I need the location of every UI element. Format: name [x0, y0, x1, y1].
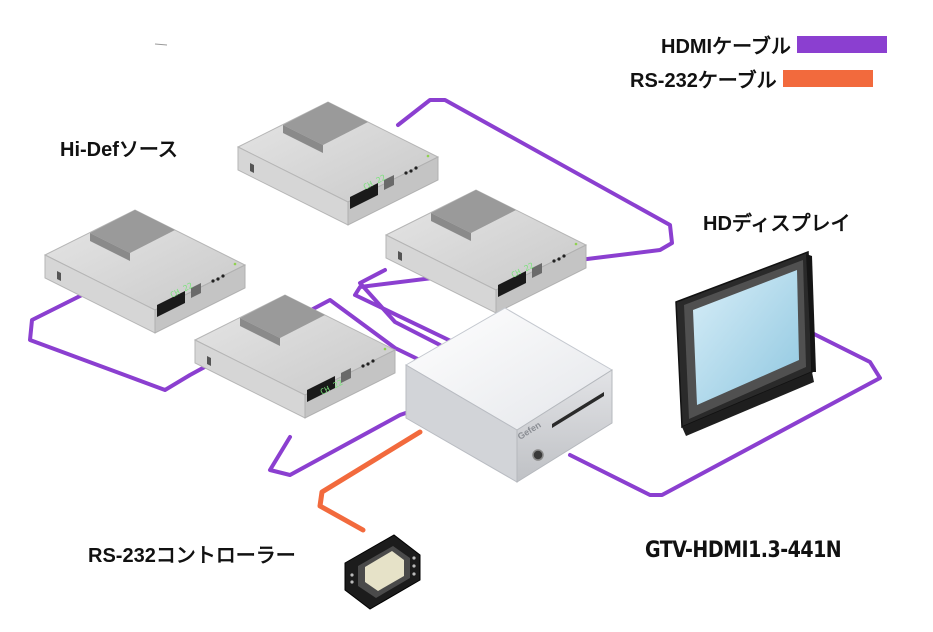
hdmi-cable-source3 — [358, 268, 442, 347]
legend-hdmi: HDMIケーブル — [661, 30, 887, 59]
display-label: HDディスプレイ — [703, 213, 851, 235]
hd-display — [675, 250, 816, 436]
model-label: GTV-HDMI1.3-441N — [645, 537, 842, 563]
legend-rs232: RS-232ケーブル — [630, 64, 873, 93]
source-device-1 — [237, 101, 439, 226]
hdmi-cable-source2 — [353, 98, 674, 345]
hdmi-cable-source4 — [268, 406, 422, 477]
legend-rs232-swatch — [782, 70, 873, 87]
rs232-controller — [344, 534, 421, 610]
source-device-4 — [194, 294, 396, 419]
source-device-2 — [44, 209, 246, 334]
legend-rs232-label: RS-232ケーブル — [630, 70, 777, 92]
sources-label: Hi-Defソース — [60, 139, 178, 161]
legend-hdmi-label: HDMIケーブル — [661, 36, 791, 58]
legend-hdmi-swatch — [796, 36, 887, 53]
controller-label: RS-232コントローラー — [88, 545, 296, 567]
rs232-cable — [317, 429, 423, 533]
hdmi-cable-source1 — [28, 278, 432, 392]
source-device-3 — [385, 189, 587, 314]
hdmi-cable-display — [568, 330, 882, 497]
hdmi-switcher: Gefen — [405, 307, 613, 483]
